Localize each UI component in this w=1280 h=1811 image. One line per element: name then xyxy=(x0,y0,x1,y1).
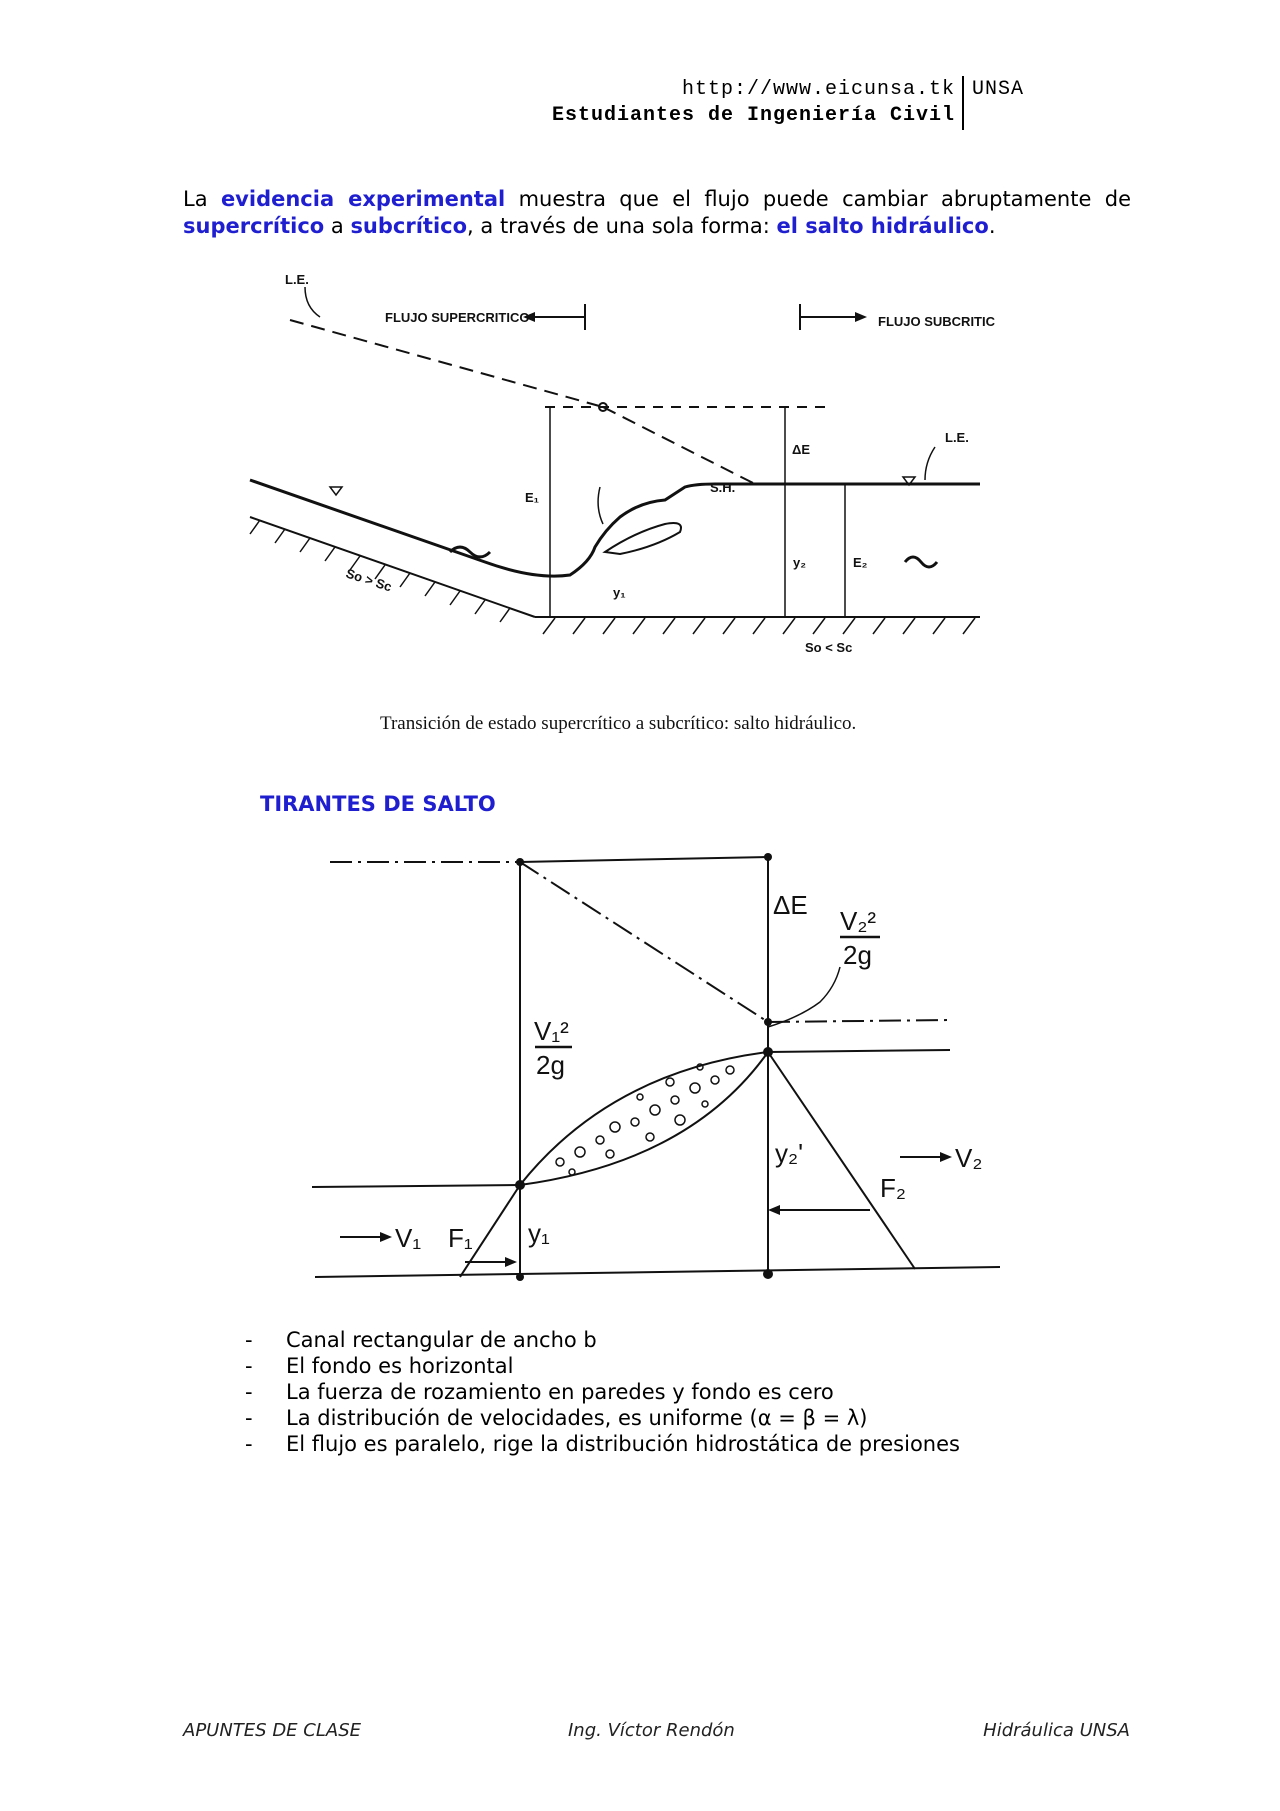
fig2-label-v2-squared: V₂² xyxy=(840,906,876,936)
fig2-top-reference xyxy=(519,856,769,863)
section-title: TIRANTES DE SALTO xyxy=(260,792,496,816)
fig2-upstream-surface xyxy=(311,1184,521,1188)
fig1-bed-hatching xyxy=(542,617,976,635)
header-divider xyxy=(962,76,964,130)
fig2-label-y2: y₂' xyxy=(775,1138,803,1168)
intro-text-1: La xyxy=(183,187,221,211)
fig2-label-v2-2g: 2g xyxy=(843,940,872,970)
fig1-label-delta-e: ΔE xyxy=(792,442,810,457)
fig2-roller-swirls xyxy=(555,1063,735,1176)
fig2-v2-leader xyxy=(767,966,841,1028)
fig1-label-e2: E₂ xyxy=(853,555,868,570)
fig1-jump-roller xyxy=(602,522,682,556)
fig2-label-f1: F₁ xyxy=(448,1223,473,1253)
fig1-water-surface xyxy=(249,478,980,578)
footer-left: APUNTES DE CLASE xyxy=(183,1720,361,1741)
fig2-arrowhead-f2 xyxy=(768,1205,780,1215)
header-unsa: UNSA xyxy=(972,78,1025,101)
fig2-label-delta-e: ΔE xyxy=(773,890,808,920)
fig1-label-flujo-subcritico: FLUJO SUBCRITICO xyxy=(878,314,995,329)
intro-highlight-salto: el salto hidráulico xyxy=(776,214,989,238)
fig2-label-v1: V₁ xyxy=(395,1223,421,1253)
fig2-arrowhead-f1 xyxy=(505,1257,517,1267)
intro-highlight-evidencia: evidencia experimental xyxy=(220,187,506,211)
fig1-caption: Transición de estado supercrítico a subc… xyxy=(380,713,856,734)
fig2-channel-bottom xyxy=(314,1266,1001,1278)
fig1-arrowhead-left xyxy=(523,312,535,322)
fig1-sh-leader xyxy=(597,486,604,525)
figure-supercritical-transition: L.E. L.E. FLUJO SUPERCRITICO FLUJO SUBCR… xyxy=(249,272,995,734)
fig1-sloping-bed xyxy=(249,516,536,618)
footer-right: Hidráulica UNSA xyxy=(983,1720,1130,1741)
list-item: -Canal rectangular de ancho b xyxy=(245,1328,597,1352)
fig1-flow-symbol-left xyxy=(448,545,492,559)
fig2-label-f2: F₂ xyxy=(880,1173,906,1203)
fig1-label-e1: E₁ xyxy=(525,490,539,505)
list-item: -La distribución de velocidades, es unif… xyxy=(245,1406,868,1430)
fig1-label-y1: y₁ xyxy=(613,585,626,600)
fig2-nodes xyxy=(515,853,773,1281)
fig1-slope-hatching xyxy=(249,519,511,623)
intro-paragraph: La evidencia experimental muestra que el… xyxy=(183,186,1131,240)
intro-text-2: muestra que el flujo puede cambiar abrup… xyxy=(505,187,1132,211)
fig1-energy-line-drop xyxy=(602,406,756,485)
fig1-label-flujo-supercritico: FLUJO SUPERCRITICO xyxy=(385,310,529,325)
intro-highlight-supercritico: supercrítico xyxy=(183,214,325,238)
fig1-label-le-left: L.E. xyxy=(285,272,309,287)
fig2-arrowhead-v1 xyxy=(380,1232,392,1242)
footer-center: Ing. Víctor Rendón xyxy=(568,1720,735,1741)
fig2-energy-line-right xyxy=(767,1019,951,1023)
fig1-flow-symbol-right xyxy=(903,555,939,569)
fig2-label-v2: V₂ xyxy=(955,1143,982,1173)
header-organization: Estudiantes de Ingeniería Civil xyxy=(551,104,955,127)
list-item: -El fondo es horizontal xyxy=(245,1354,514,1378)
fig1-energy-line-left xyxy=(289,319,604,408)
fig2-downstream-surface xyxy=(767,1049,951,1053)
list-item: -El flujo es paralelo, rige la distribuc… xyxy=(245,1432,960,1456)
fig1-label-sh: S.H. xyxy=(710,480,735,495)
header-url: http://www.eicunsa.tk xyxy=(681,78,955,101)
figure-jump-depths: ΔE V₂² 2g V₁² 2g y₂' y₁ V₁ V₂ F₁ F₂ xyxy=(311,853,1001,1281)
fig2-label-y1: y₁ xyxy=(528,1218,550,1248)
fig1-label-so-gt-sc: So > Sc xyxy=(344,566,394,595)
fig2-pressure-triangle-2 xyxy=(767,1051,916,1270)
fig2-label-v1-2g: 2g xyxy=(536,1050,565,1080)
intro-text-4: , a través de una sola forma: xyxy=(467,214,777,238)
fig2-label-v1-squared: V₁² xyxy=(534,1016,569,1046)
intro-text-3: a xyxy=(324,214,351,238)
fig2-arrowhead-v2 xyxy=(940,1152,952,1162)
fig1-energy-point xyxy=(598,402,608,412)
fig1-label-y2: y₂ xyxy=(793,555,806,570)
list-item: -La fuerza de rozamiento en paredes y fo… xyxy=(245,1380,834,1404)
assumption-list: -Canal rectangular de ancho b -El fondo … xyxy=(245,1327,960,1457)
fig1-surface-marker-right xyxy=(901,476,917,487)
fig1-label-so-lt-sc: So < Sc xyxy=(805,640,852,655)
fig2-energy-grade-line xyxy=(519,861,769,1023)
intro-highlight-subcritico: subcrítico xyxy=(350,214,468,238)
fig1-le-leader-left xyxy=(304,286,321,318)
fig1-arrowhead-right xyxy=(855,312,867,322)
fig1-le-leader-right xyxy=(924,446,936,481)
intro-text-5: . xyxy=(988,214,996,238)
fig1-label-le-right: L.E. xyxy=(945,430,969,445)
fig1-surface-marker-left xyxy=(328,486,344,497)
